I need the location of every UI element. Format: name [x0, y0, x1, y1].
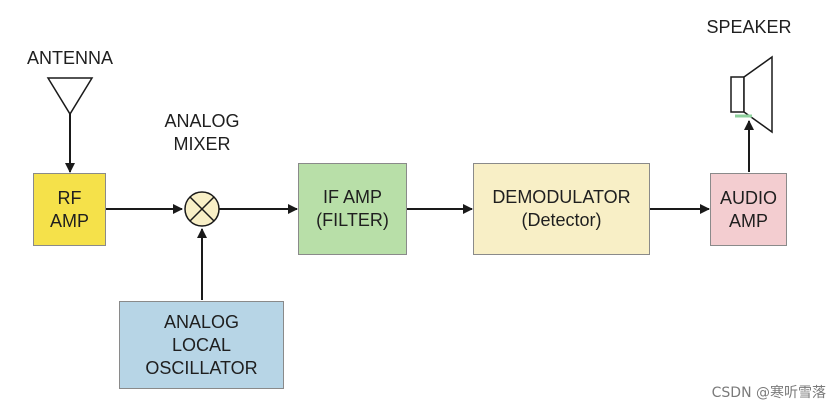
rf-amp-line2: AMP	[49, 210, 89, 231]
local-osc-line1: ANALOG	[163, 311, 240, 332]
if-amp-block: IF AMP (FILTER)	[298, 163, 407, 255]
audio-amp-line1: AUDIO	[719, 187, 777, 208]
watermark: CSDN @寒听雪落	[711, 385, 826, 401]
local-oscillator-block: ANALOG LOCAL OSCILLATOR	[119, 301, 284, 389]
rf-amp-block: RF AMP	[33, 173, 106, 246]
demodulator-line1: DEMODULATOR	[492, 187, 631, 207]
speaker-icon	[730, 55, 773, 134]
mixer-label-line2: MIXER	[173, 134, 231, 154]
antenna-icon	[46, 77, 94, 116]
rf-amp-line1: RF	[57, 187, 82, 208]
local-osc-line2: LOCAL	[171, 334, 232, 355]
if-amp-line1: IF AMP	[322, 187, 382, 207]
audio-amp-line2: AMP	[728, 210, 768, 231]
demodulator-block: DEMODULATOR (Detector)	[473, 163, 650, 255]
antenna-label: ANTENNA	[26, 48, 113, 68]
audio-amp-block: AUDIO AMP	[710, 173, 787, 246]
speaker-label: SPEAKER	[706, 17, 792, 37]
local-osc-line3: OSCILLATOR	[145, 357, 258, 378]
mixer-icon	[184, 191, 220, 227]
mixer-label-line1: ANALOG	[164, 111, 240, 131]
if-amp-line2: (FILTER)	[316, 210, 389, 230]
demodulator-line2: (Detector)	[521, 210, 602, 230]
